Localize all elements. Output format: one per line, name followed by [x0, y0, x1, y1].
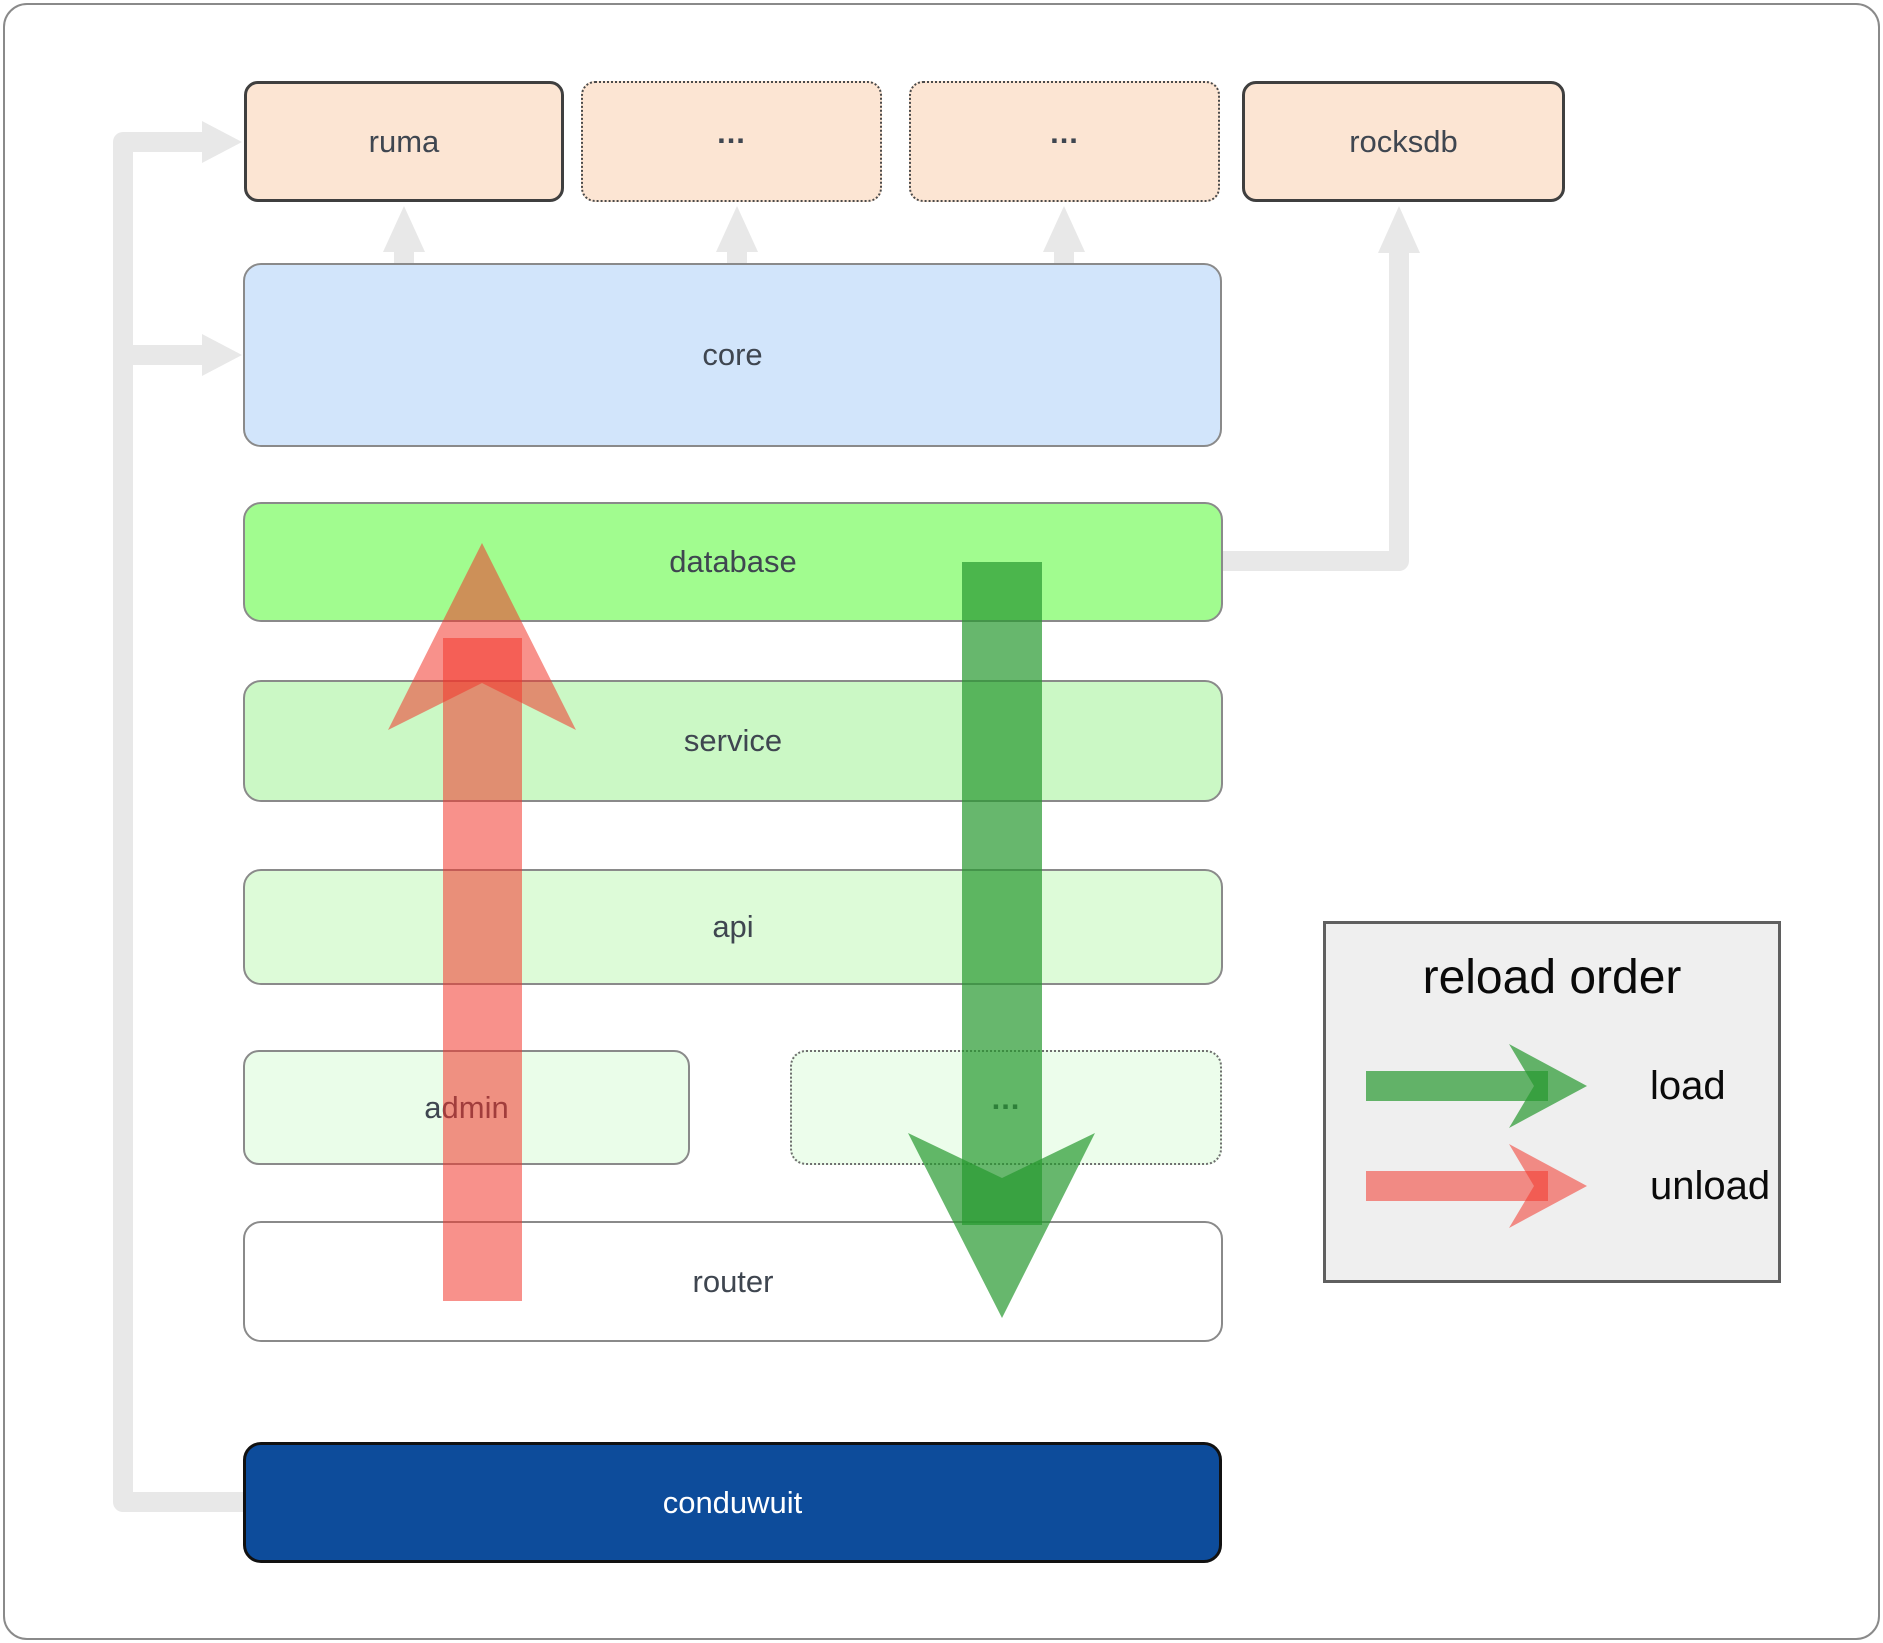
box-admin-label: admin: [424, 1089, 509, 1125]
legend-unload-label: unload: [1650, 1163, 1771, 1208]
box-database: database: [243, 502, 1223, 622]
box-rocksdb: rocksdb: [1242, 81, 1565, 202]
legend-item-unload: unload: [1366, 1141, 1770, 1231]
box-crates-ellipsis-2-label: ...: [1050, 114, 1079, 150]
box-admin-ellipsis: ...: [790, 1050, 1222, 1165]
box-router: router: [243, 1221, 1223, 1342]
box-core-label: core: [702, 337, 763, 372]
box-api-label: api: [712, 909, 754, 944]
box-conduwuit: conduwuit: [243, 1442, 1222, 1563]
box-service-label: service: [683, 723, 783, 758]
box-rocksdb-label: rocksdb: [1349, 123, 1458, 159]
legend-item-load: load: [1366, 1041, 1726, 1131]
outer-frame: [3, 3, 1880, 1640]
box-service: service: [243, 680, 1223, 802]
box-ruma: ruma: [244, 81, 564, 202]
box-admin: admin: [243, 1050, 690, 1165]
legend: reload order load unload: [1323, 921, 1781, 1283]
box-admin-ellipsis-label: ...: [991, 1080, 1021, 1116]
legend-load-label: load: [1650, 1063, 1726, 1108]
box-ruma-label: ruma: [368, 123, 440, 159]
box-crates-ellipsis-2: ...: [909, 81, 1220, 202]
load-arrow-icon: [1366, 1044, 1587, 1128]
unload-arrow-icon: [1366, 1144, 1587, 1228]
box-crates-ellipsis-1: ...: [581, 81, 882, 202]
legend-title: reload order: [1422, 951, 1682, 1004]
box-router-label: router: [692, 1263, 774, 1299]
box-conduwuit-label: conduwuit: [662, 1484, 803, 1520]
box-api: api: [243, 869, 1223, 985]
box-core: core: [243, 263, 1222, 447]
box-database-label: database: [669, 544, 797, 579]
box-crates-ellipsis-1-label: ...: [717, 114, 746, 150]
